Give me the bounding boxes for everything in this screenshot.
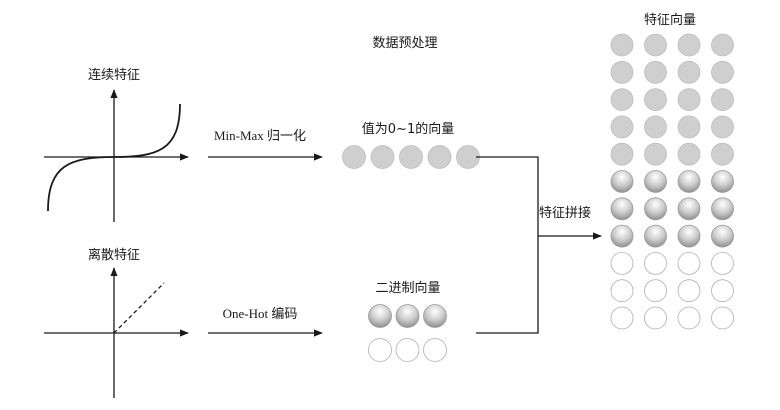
binary-one-circle [368,304,392,328]
binary-vector [368,304,447,362]
feature-vector-label: 特征向量 [644,12,696,28]
feature-vector-circle [644,251,667,275]
binary-zero-circle [368,338,392,362]
normalized-vector-label: 值为0~1的向量 [362,121,454,137]
feature-vector-circle [677,115,701,139]
feature-vector-circle [677,88,701,111]
dashed-line [113,282,165,334]
feature-vector-circle [711,60,734,84]
feature-vector-circle [677,197,701,221]
feature-vector-circle [711,88,734,111]
feature-vector-circle [711,115,734,139]
concat-label: 特征拼接 [539,205,591,221]
normalized-value-circle [399,145,423,169]
diagram-title: 数据预处理 [372,36,437,51]
feature-vector-circle [711,33,734,57]
feature-vector-circle [610,142,634,166]
feature-vector-circle [610,306,634,330]
discrete-feature-label: 离散特征 [88,247,140,263]
binary-zero-circle [395,338,420,362]
feature-vector-circle [677,142,701,166]
feature-vector-circle [644,33,667,57]
feature-vector-circle [610,224,634,248]
normalized-vector [342,145,480,169]
binary-vector-label: 二进制向量 [375,280,440,296]
feature-vector-circle [610,197,634,221]
feature-vector-circle [644,115,667,139]
onehot-label: One-Hot 编码 [223,306,298,321]
feature-vector-circle [711,170,734,193]
feature-vector-circle [610,88,634,111]
feature-vector-circle [644,142,667,166]
feature-vector-grid [610,33,734,330]
concat-bracket [476,156,539,334]
feature-vector-circle [711,306,734,330]
discrete-feature-plot [44,267,189,398]
minmax-label: Min-Max 归一化 [214,128,306,143]
feature-vector-circle [644,224,667,248]
feature-vector-circle [610,251,634,275]
feature-vector-circle [610,33,634,57]
feature-vector-circle [711,279,734,303]
feature-vector-circle [644,306,667,330]
normalized-value-circle [427,145,452,169]
feature-vector-circle [711,197,734,221]
feature-vector-circle [711,142,734,166]
feature-vector-circle [644,170,667,193]
continuous-feature-label: 连续特征 [88,67,140,83]
feature-vector-circle [610,60,634,84]
binary-one-circle [423,304,447,328]
feature-vector-circle [677,33,701,57]
feature-vector-circle [644,60,667,84]
feature-vector-circle [677,279,701,303]
binary-one-circle [395,304,420,328]
feature-vector-circle [610,279,634,303]
feature-vector-circle [677,224,701,248]
feature-vector-circle [711,224,734,248]
cubic-curve [47,103,181,212]
feature-vector-circle [677,170,701,193]
feature-vector-circle [677,251,701,275]
feature-vector-circle [644,279,667,303]
feature-vector-circle [677,306,701,330]
feature-vector-circle [677,60,701,84]
feature-vector-circle [644,197,667,221]
feature-vector-circle [610,170,634,193]
normalized-value-circle [370,145,395,169]
binary-zero-circle [423,338,447,362]
continuous-feature-plot [44,89,189,222]
feature-vector-circle [644,88,667,111]
feature-vector-circle [610,115,634,139]
feature-vector-circle [711,251,734,275]
normalized-value-circle [342,145,366,169]
